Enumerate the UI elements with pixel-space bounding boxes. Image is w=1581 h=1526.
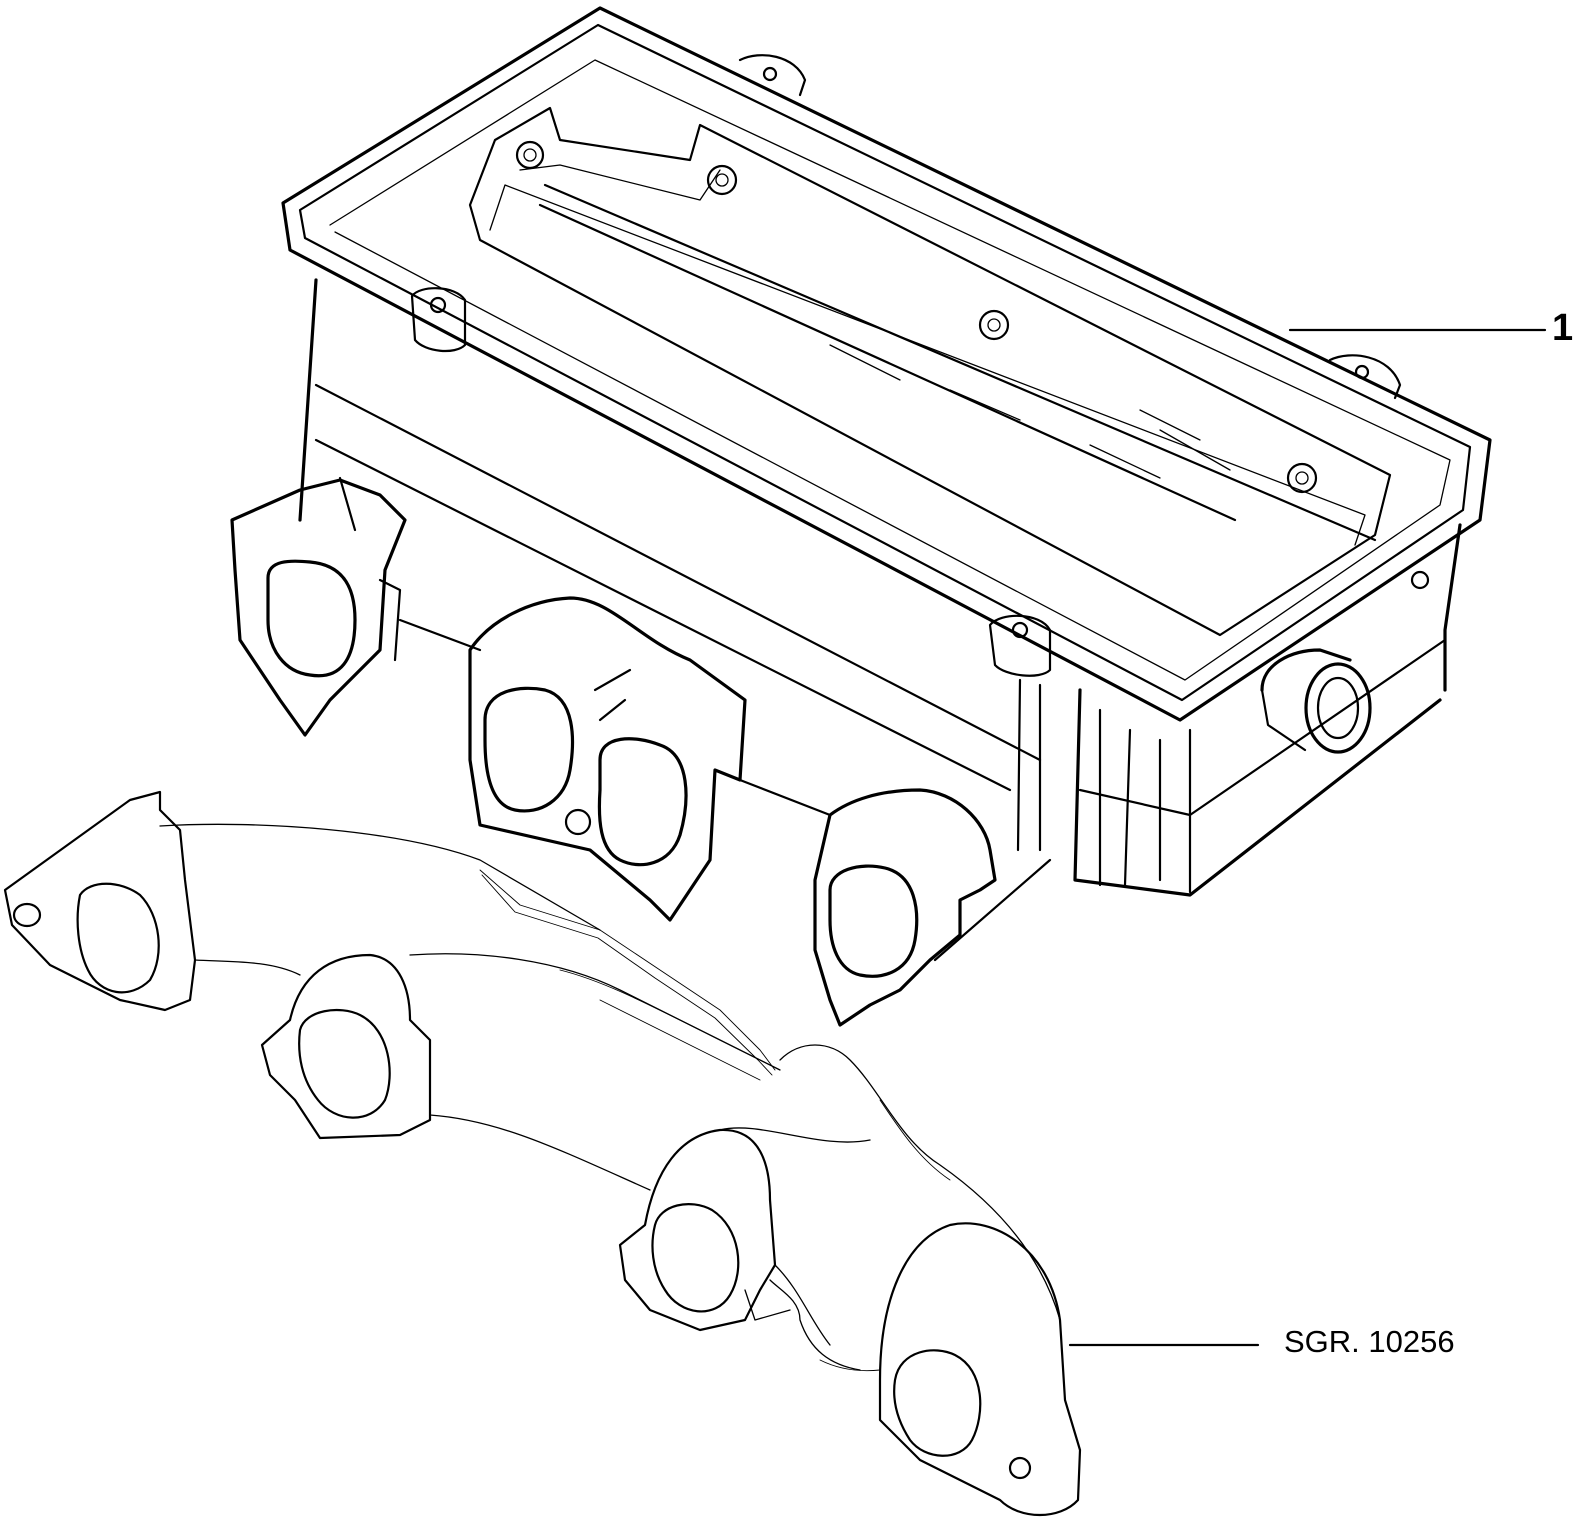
callout-label-part-1: 1 (1552, 307, 1574, 349)
reference-code-label: SGR. 10256 (1284, 1324, 1455, 1359)
cylinder-head-drawing (230, 6, 1492, 1027)
exhaust-manifold-drawing (3, 790, 1082, 1517)
